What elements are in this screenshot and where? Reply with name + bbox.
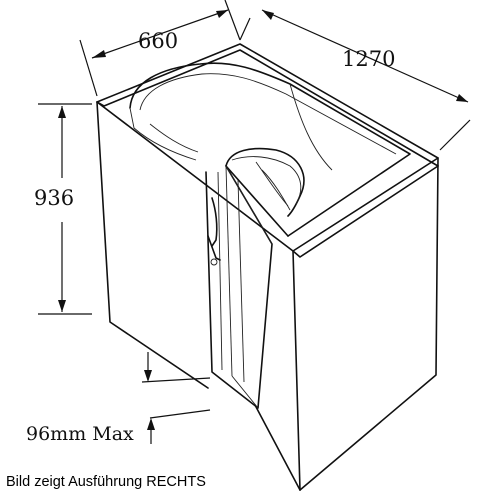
caption-text: Bild zeigt Ausführung RECHTS xyxy=(6,474,206,490)
dimension-width-label: 660 xyxy=(138,29,178,53)
dimension-length-label: 1270 xyxy=(342,47,395,71)
dimension-step-label: 96mm Max xyxy=(26,423,134,445)
tub-outer-shell xyxy=(96,43,439,491)
dimension-height: 936 xyxy=(34,103,92,315)
tub-door xyxy=(205,165,273,409)
dimension-height-label: 936 xyxy=(34,186,74,210)
dimension-width: 660 xyxy=(79,0,241,97)
tub-basin xyxy=(129,62,411,237)
dimension-length: 1270 xyxy=(239,9,471,151)
dimension-step: 96mm Max xyxy=(26,352,211,445)
